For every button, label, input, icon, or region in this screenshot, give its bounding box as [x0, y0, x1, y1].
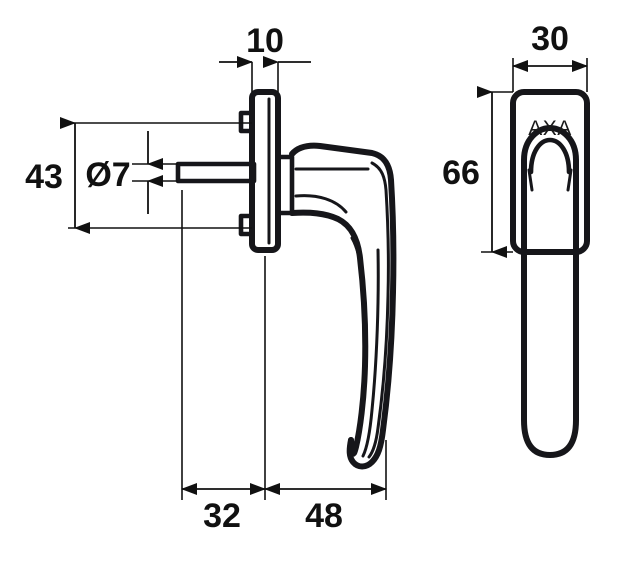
dim-32-label: 32: [203, 497, 241, 535]
dimension-diameter-7: Ø7: [85, 131, 178, 214]
dimension-32: 32: [181, 483, 266, 535]
handle-neck-block: [275, 154, 295, 216]
handle-front-break-right: [566, 168, 573, 192]
handle-front-break-left: [527, 168, 534, 192]
backplate-front-face: [510, 89, 590, 255]
handle-detail-line-center: [361, 248, 380, 458]
handle-lever-inner-contour: [289, 209, 369, 457]
dim-d7-label: Ø7: [85, 156, 130, 194]
backplate-lower-tab: [238, 213, 255, 237]
handle-front-shoulder-inner: [528, 137, 572, 175]
dim-43-label: 43: [25, 158, 63, 196]
handle-detail-line-inner: [350, 236, 366, 451]
spindle-profile: [175, 161, 257, 184]
handle-detail-line-outer: [367, 161, 390, 459]
dim-30-label: 30: [531, 20, 569, 58]
side-view-geometry: [175, 89, 397, 470]
dim-48-label: 48: [305, 497, 343, 535]
handle-detail-line-mid: [294, 194, 348, 214]
dimension-66: 66: [442, 86, 513, 258]
handle-front-body: [521, 125, 579, 458]
front-view-geometry: AXA: [510, 89, 590, 458]
dim-10-label: 10: [246, 22, 284, 60]
dim-66-label: 66: [442, 154, 480, 192]
dimension-43: 43: [25, 117, 252, 234]
dimension-30: 30: [512, 20, 588, 92]
dimension-10: 10: [219, 22, 311, 92]
handle-lever-outer-contour: [289, 142, 397, 470]
backplate-upper-tab: [238, 110, 255, 134]
brand-label: AXA: [528, 117, 572, 140]
dimension-48: 48: [264, 483, 387, 535]
